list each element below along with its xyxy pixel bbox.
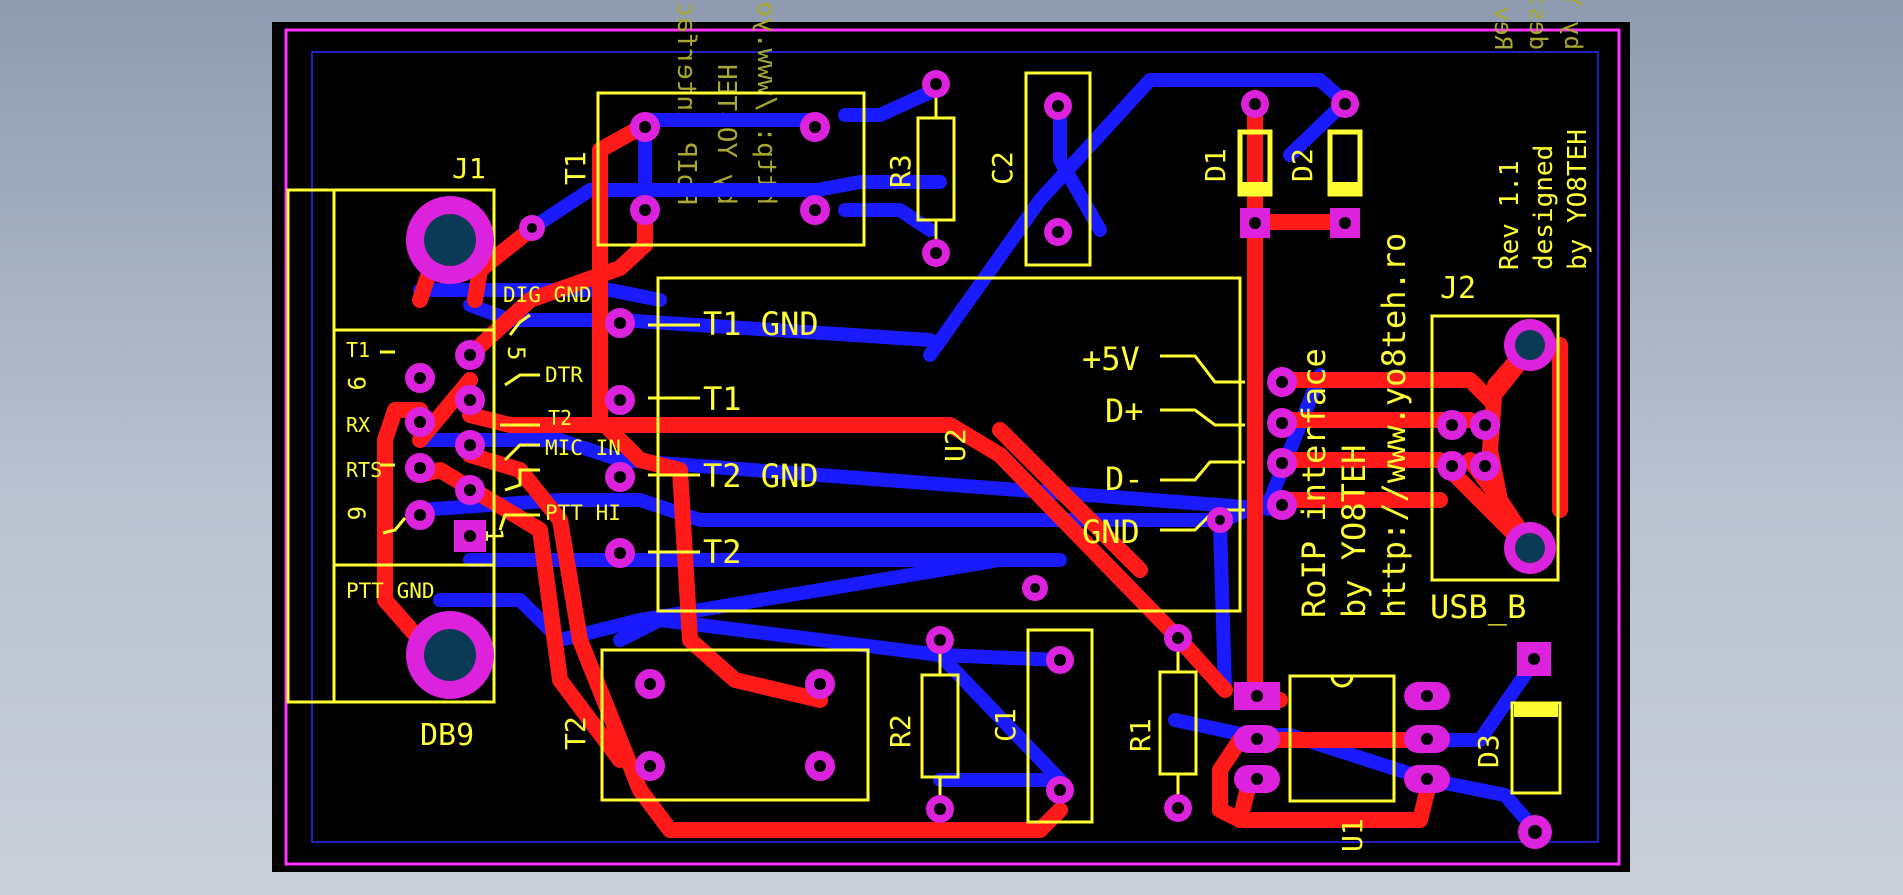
label-t1: T1	[346, 338, 370, 362]
label-5v: +5V	[1082, 340, 1140, 378]
ground-plane-outline	[311, 51, 1599, 843]
label-dtr: DTR	[545, 363, 583, 387]
label-dig-gnd: DIG GND	[503, 283, 592, 307]
label-rx: RX	[346, 413, 370, 437]
bottom-silk-text: RoIP interface by YO8TEH http://www.yo8t…	[671, 0, 1587, 205]
r3-ref: R3	[884, 154, 917, 188]
label-dplus: D+	[1105, 392, 1144, 430]
d2-band	[1330, 182, 1360, 194]
j2-ref: J2	[1440, 271, 1476, 306]
d3-ref: D3	[1472, 734, 1505, 768]
u2-pin-labels: T1 GND T1 T2 GND T2 +5V D+ D- GND	[703, 305, 1144, 571]
label-t1-gnd: T1 GND	[703, 305, 819, 343]
component-references: J1 DB9 J2 USB_B T1 T2 R3 C2 R2 C1 R1 D1 …	[420, 148, 1526, 852]
designed-text: designed	[1529, 145, 1559, 270]
board-credit-text: RoIP interface by YO8TEH http://www.yo8t…	[1295, 129, 1593, 618]
mirrored-rev: Rev 1.1	[1489, 0, 1517, 50]
label-dminus: D-	[1105, 460, 1144, 498]
diode-bodies	[1237, 129, 1558, 717]
board-outline	[284, 28, 1621, 866]
r2-ref: R2	[884, 714, 917, 748]
db9-mounting-holes	[406, 196, 494, 699]
label-mic-in: MIC IN	[545, 436, 621, 460]
mirrored-by: by YO8TEH	[1559, 0, 1587, 50]
label-u2-t1: T1	[703, 380, 742, 418]
rev-text: Rev 1.1	[1495, 160, 1525, 270]
t1-ref: T1	[559, 151, 592, 185]
label-pin9: 9	[342, 376, 370, 390]
label-pin1: 1	[480, 528, 508, 542]
mirrored-title: RoIP interface	[671, 0, 701, 205]
author-text: by YO8TEH	[1335, 445, 1373, 618]
usb-mounting-holes	[1504, 319, 1556, 574]
db9-pin-labels: DIG GND T1 9 RX RTS 6 5 DTR T2 MIC IN PT…	[342, 283, 621, 603]
d1-band	[1240, 182, 1270, 194]
d3-band	[1514, 703, 1558, 717]
r1-ref: R1	[1124, 718, 1157, 752]
label-u2-t2: T2	[703, 533, 742, 571]
label-ptt-gnd: PTT GND	[346, 579, 435, 603]
t2-ref: T2	[559, 716, 592, 750]
silkscreen-layer	[286, 71, 1562, 824]
label-t2: T2	[548, 406, 572, 430]
d2-ref: D2	[1286, 148, 1319, 182]
u2-ref: U2	[939, 428, 972, 462]
c2-ref: C2	[986, 151, 1019, 185]
j1-ref: J1	[452, 152, 486, 185]
pad-drills	[414, 78, 1542, 839]
label-pin6: 6	[342, 506, 370, 520]
label-ptt-hi: PTT HI	[545, 501, 621, 525]
label-rts: RTS	[346, 458, 382, 482]
mirrored-designed: designed	[1524, 0, 1552, 50]
mirrored-author: by YO8TEH	[711, 64, 741, 205]
label-t2-gnd: T2 GND	[703, 457, 819, 495]
j1-value: DB9	[420, 718, 474, 753]
label-gnd: GND	[1082, 513, 1140, 551]
j2-value: USB_B	[1430, 588, 1526, 626]
c1-ref: C1	[989, 708, 1022, 742]
designer-text: by YO8TEH	[1563, 129, 1593, 270]
label-pin5: 5	[502, 346, 530, 360]
mirrored-url: http://www.yo8teh.ro	[751, 0, 781, 205]
d1-ref: D1	[1199, 148, 1232, 182]
url-text: http://www.yo8teh.ro	[1375, 233, 1413, 618]
title-text: RoIP interface	[1295, 348, 1333, 618]
u1-ref: U1	[1336, 818, 1369, 852]
